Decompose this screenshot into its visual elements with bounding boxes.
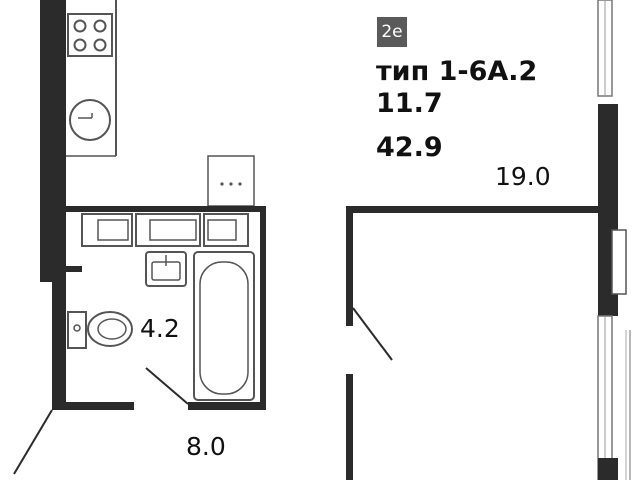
hallway-area: 8.0 — [186, 432, 226, 461]
kitchen-sink-icon — [69, 99, 111, 141]
wall-bath-bottom-left — [52, 402, 134, 410]
wall-living-left-lower — [346, 374, 353, 480]
total-area-label: 42.9 — [376, 132, 443, 163]
building-badge: 2е — [377, 17, 407, 47]
wall-living-top — [346, 206, 598, 213]
living-room-door — [352, 307, 393, 361]
living-room-area: 19.0 — [495, 162, 551, 191]
washbasin-icon — [145, 251, 187, 287]
wall-bath-left — [52, 206, 66, 410]
bathroom-cabinets — [81, 213, 249, 247]
bathroom-area: 4.2 — [140, 314, 180, 343]
wall-bath-bottom-right — [188, 402, 266, 410]
wall-bath-top — [66, 206, 266, 212]
bathtub-icon — [193, 251, 255, 401]
bathroom-door — [145, 367, 189, 405]
apartment-type-label: тип 1-6А.2 — [376, 56, 538, 87]
wall-living-left-upper — [346, 206, 353, 326]
entrance-door — [13, 409, 53, 475]
fridge-icon — [207, 155, 255, 207]
kitchen-area-label: 11.7 — [376, 88, 443, 119]
exterior-wall-right — [597, 0, 627, 480]
toilet-icon — [67, 311, 133, 349]
wall-bath-right — [260, 206, 266, 410]
stove-icon — [67, 13, 113, 57]
wall-stub — [66, 266, 82, 272]
